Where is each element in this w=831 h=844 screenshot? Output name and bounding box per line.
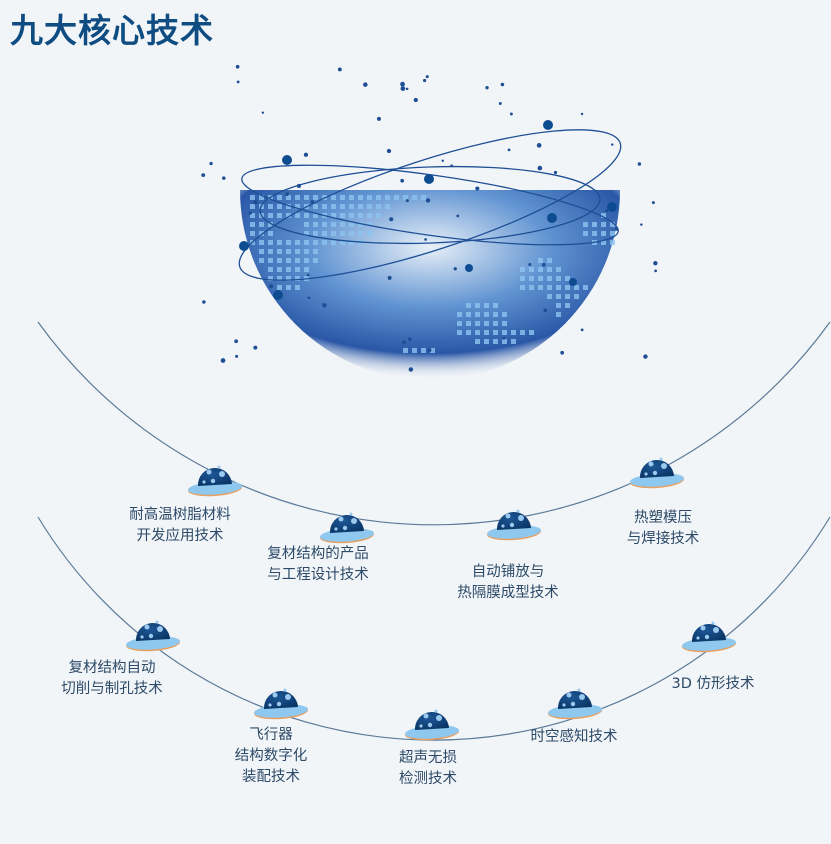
planet-icon <box>320 512 374 544</box>
planet-icon <box>126 620 180 652</box>
technology-label-line: 热隔膜成型技术 <box>457 585 559 601</box>
technology-label: 3D 仿形技术 <box>672 674 755 695</box>
planet-icon <box>254 688 308 720</box>
technology-label-line: 开发应用技术 <box>136 528 224 544</box>
technology-label-line: 耐高温树脂材料 <box>129 507 231 523</box>
planet-icon <box>548 688 602 720</box>
technology-label: 超声无损检测技术 <box>399 748 457 790</box>
technology-label-line: 装配技术 <box>242 769 300 785</box>
technology-label: 时空感知技术 <box>531 727 618 748</box>
technology-label-line: 热塑模压 <box>634 510 692 526</box>
technology-label-line: 切削与制孔技术 <box>61 681 163 697</box>
globe-graphic <box>201 64 658 380</box>
technology-label-line: 与工程设计技术 <box>267 567 369 583</box>
planet-icon <box>630 457 684 489</box>
technology-label: 耐高温树脂材料开发应用技术 <box>129 505 231 547</box>
technology-label-line: 3D 仿形技术 <box>671 676 755 692</box>
planet-icon <box>487 509 541 541</box>
technology-label: 复材结构自动切削与制孔技术 <box>61 658 163 700</box>
technology-label: 自动铺放与热隔膜成型技术 <box>457 562 559 604</box>
planet-icon <box>188 465 242 497</box>
page-title: 九大核心技术 <box>10 11 214 50</box>
technology-label-line: 时空感知技术 <box>530 729 618 745</box>
technology-label-line: 与焊接技术 <box>626 531 700 547</box>
orbit-arcs <box>37 321 831 741</box>
technology-label-line: 超声无损 <box>399 750 457 766</box>
technology-label-line: 结构数字化 <box>234 748 308 764</box>
technology-label-line: 复材结构的产品 <box>267 546 369 562</box>
technology-label: 复材结构的产品与工程设计技术 <box>267 544 369 586</box>
technology-label-line: 检测技术 <box>399 771 457 787</box>
technology-label-line: 自动铺放与 <box>471 564 545 580</box>
planet-icon <box>405 709 459 741</box>
technology-label: 热塑模压与焊接技术 <box>627 508 700 550</box>
technology-label: 飞行器结构数字化装配技术 <box>235 725 308 788</box>
planet-icon <box>682 621 736 653</box>
technology-label-line: 飞行器 <box>249 727 293 743</box>
technology-label-line: 复材结构自动 <box>68 660 156 676</box>
